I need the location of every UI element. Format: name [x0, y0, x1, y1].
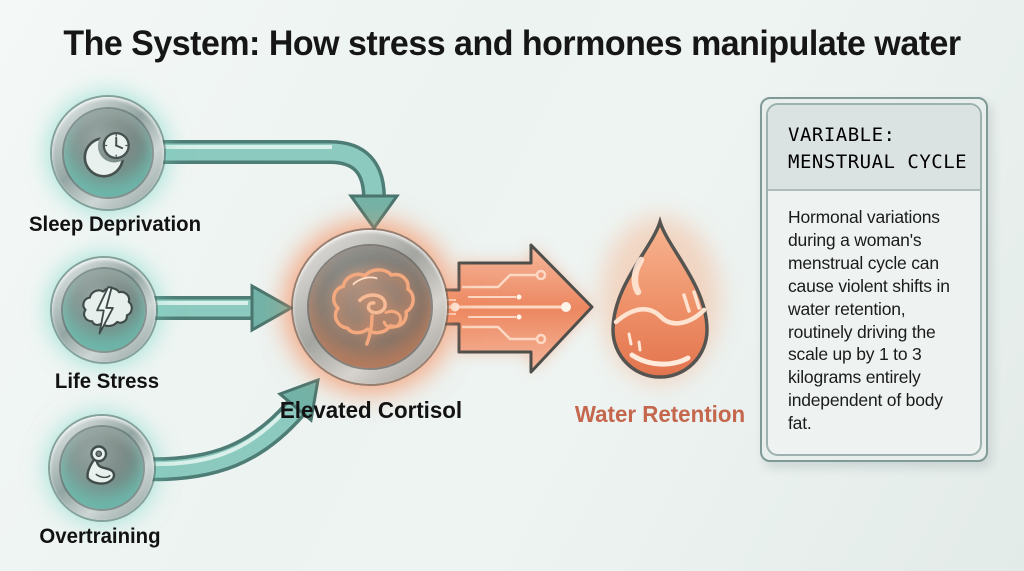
node-inner — [62, 268, 146, 352]
node-ring — [293, 230, 447, 384]
variable-panel-inner: VARIABLE: MENSTRUAL CYCLE Hormonal varia… — [766, 103, 982, 456]
brain-lightning-icon — [81, 285, 133, 335]
moon-clock-icon — [83, 132, 131, 178]
arrow-overtraining-to-cortisol — [139, 377, 320, 482]
panel-header-line2: MENSTRUAL CYCLE — [788, 150, 968, 173]
panel-header-line1: VARIABLE: — [788, 124, 896, 146]
node-inner — [60, 426, 144, 510]
arrow-stress-to-cortisol — [140, 283, 295, 333]
node-inner — [309, 246, 431, 368]
label-sleep-deprivation: Sleep Deprivation — [28, 213, 202, 236]
page-title: The System: How stress and hormones mani… — [63, 24, 961, 63]
node-elevated-cortisol — [293, 230, 447, 384]
label-elevated-cortisol: Elevated Cortisol — [279, 397, 463, 423]
node-ring — [52, 258, 156, 362]
brain-cross-section-icon — [331, 267, 415, 346]
variable-panel-body: Hormonal variations during a woman's men… — [788, 206, 950, 434]
node-ring — [52, 97, 164, 209]
water-drop-icon — [611, 216, 709, 379]
variable-panel-header: VARIABLE: MENSTRUAL CYCLE — [768, 105, 980, 191]
node-sleep-deprivation — [52, 97, 164, 209]
node-life-stress — [52, 258, 156, 362]
label-overtraining: Overtraining — [39, 525, 161, 548]
variable-panel: VARIABLE: MENSTRUAL CYCLE Hormonal varia… — [760, 97, 988, 462]
label-life-stress: Life Stress — [54, 370, 160, 393]
node-ring — [50, 416, 154, 520]
cortisol-to-water-arrow — [432, 243, 594, 374]
circuit-traces — [436, 269, 570, 345]
node-inner — [63, 108, 153, 198]
muscle-arm-icon — [85, 444, 115, 485]
node-overtraining — [50, 416, 154, 520]
label-water-retention: Water Retention — [574, 401, 746, 427]
